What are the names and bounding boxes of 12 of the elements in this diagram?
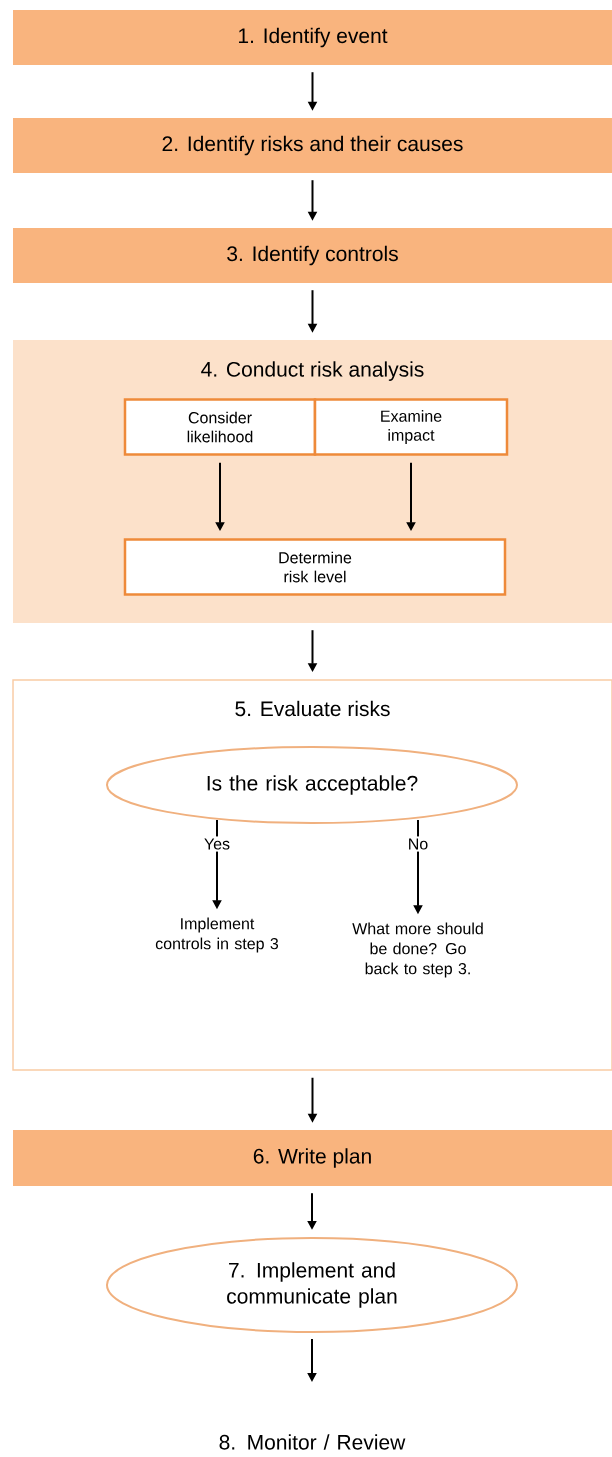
process-box: Examine impact <box>313 398 509 456</box>
step-text: 8. Monitor / Review <box>219 1434 406 1450</box>
step-banner: 6. Write plan <box>13 1130 612 1186</box>
edge-label: No <box>405 836 431 852</box>
edge-label: Yes <box>201 836 233 852</box>
step-banner: 1. Identify event <box>13 10 612 65</box>
step-banner: 3. Identify controls <box>13 228 612 283</box>
outcome-text: Implement controls in step 3 <box>155 917 279 953</box>
step-banner: 2. Identify risks and their causes <box>13 118 612 173</box>
process-box: Consider likelihood <box>123 398 317 456</box>
outcome-text: What more should be done? Go back to step 3. <box>352 922 483 978</box>
process-box: Determine risk level <box>123 538 507 596</box>
